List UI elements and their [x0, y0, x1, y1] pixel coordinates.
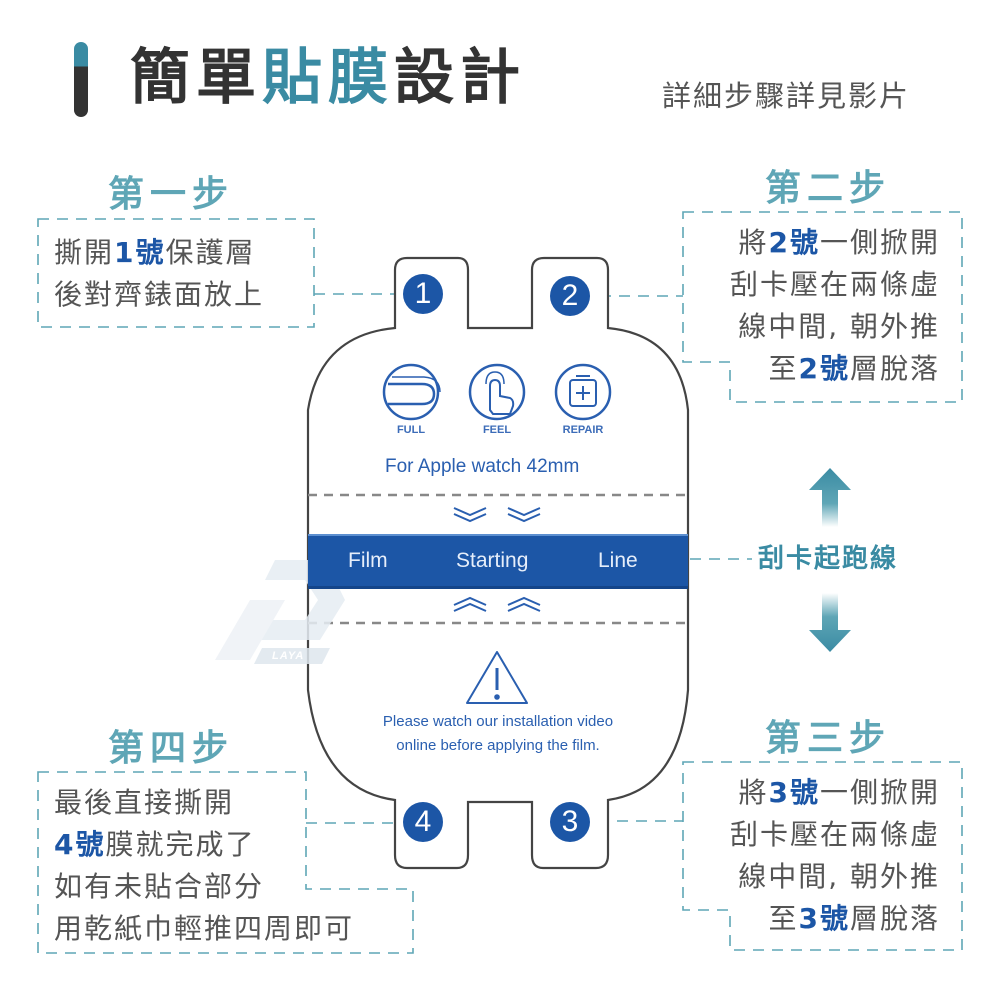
step-4-line-3: 如有未貼合部分 [54, 870, 265, 903]
feature-label-feel: FEEL [482, 424, 512, 436]
step-4-line-2: 4號膜就完成了 [54, 828, 256, 861]
film-starting-line-band: Film Starting Line [308, 534, 688, 589]
step-3-line-3: 線中間, 朝外推 [738, 860, 940, 893]
step-1-heading: 第一步 [108, 174, 235, 215]
step-4-line-1: 最後直接撕開 [54, 786, 235, 819]
step-4-heading: 第四步 [108, 728, 235, 769]
step-4-line-4: 用乾紙巾輕推四周即可 [54, 912, 355, 945]
step-1-line-2: 後對齊錶面放上 [54, 278, 265, 311]
repair-battery-icon [554, 363, 612, 421]
chevrons-down-icon [453, 507, 541, 523]
title-part-2: 設計 [394, 43, 526, 113]
band-text-film: Film [348, 549, 388, 572]
step-3-line-4: 至3號層脫落 [768, 902, 940, 935]
card-model-text: For Apple watch 42mm [385, 456, 580, 477]
warning-line-2: online before applying the film. [396, 737, 600, 754]
step-3-line-1: 將3號一側掀開 [738, 776, 940, 809]
full-coverage-icon [382, 363, 441, 421]
title-part-1: 簡單 [130, 43, 262, 113]
step-3-text: 將3號一側掀開 刮卡壓在兩條虛 線中間, 朝外推 至3號層脫落 [730, 772, 940, 940]
step-1-box [37, 218, 315, 328]
feature-label-full: FULL [396, 424, 426, 436]
warning-line-1: Please watch our installation video [382, 713, 614, 730]
step-3-heading: 第三步 [765, 718, 892, 759]
step-2-line-2: 刮卡壓在兩條虛 [729, 268, 940, 301]
band-text-line: Line [598, 549, 638, 572]
page-title: 簡單貼膜設計 [130, 36, 526, 120]
step-2-heading: 第二步 [765, 168, 892, 209]
layer-number: 4號 [54, 828, 106, 861]
layer-number: 2號 [768, 226, 820, 259]
step-2-line-4: 至2號層脫落 [768, 352, 940, 385]
touch-finger-icon [468, 363, 526, 421]
feature-label-repair: REPAIR [562, 424, 604, 436]
step-4-text: 最後直接撕開 4號膜就完成了 如有未貼合部分 用乾紙巾輕推四周即可 [54, 782, 354, 950]
warning-triangle-icon [466, 651, 528, 704]
layer-number: 2號 [798, 352, 850, 385]
layer-badge-1: 1 [403, 274, 443, 314]
layer-number: 3號 [798, 902, 850, 935]
step-3-box [682, 761, 963, 951]
scraper-start-line-label: 刮卡起跑線 [758, 544, 899, 574]
arrow-up-icon [809, 468, 851, 527]
title-accent-bar [74, 42, 88, 117]
watermark-text: LAYA [272, 650, 305, 662]
layer-badge-3: 3 [550, 802, 590, 842]
title-highlight: 貼膜 [262, 43, 394, 113]
step-4-box [37, 771, 414, 954]
step-2-line-3: 線中間, 朝外推 [738, 310, 940, 343]
step-2-box [682, 211, 963, 403]
step-2-line-1: 將2號一側掀開 [738, 226, 940, 259]
step-2-text: 將2號一側掀開 刮卡壓在兩條虛 線中間, 朝外推 至2號層脫落 [730, 222, 940, 390]
arrow-down-icon [809, 593, 851, 652]
band-text-starting: Starting [456, 549, 529, 572]
step-1-line-1: 撕開1號保護層 [54, 236, 256, 269]
layer-number: 1號 [114, 236, 166, 269]
chevrons-up-icon [453, 596, 541, 612]
layer-badge-4: 4 [403, 802, 443, 842]
step-1-text: 撕開1號保護層 後對齊錶面放上 [54, 232, 264, 316]
step-3-line-2: 刮卡壓在兩條虛 [729, 818, 940, 851]
card-warning-text: Please watch our installation video onli… [318, 710, 678, 758]
layer-badge-2: 2 [550, 276, 590, 316]
page-subtitle: 詳細步驟詳見影片 [662, 79, 911, 113]
layer-number: 3號 [768, 776, 820, 809]
